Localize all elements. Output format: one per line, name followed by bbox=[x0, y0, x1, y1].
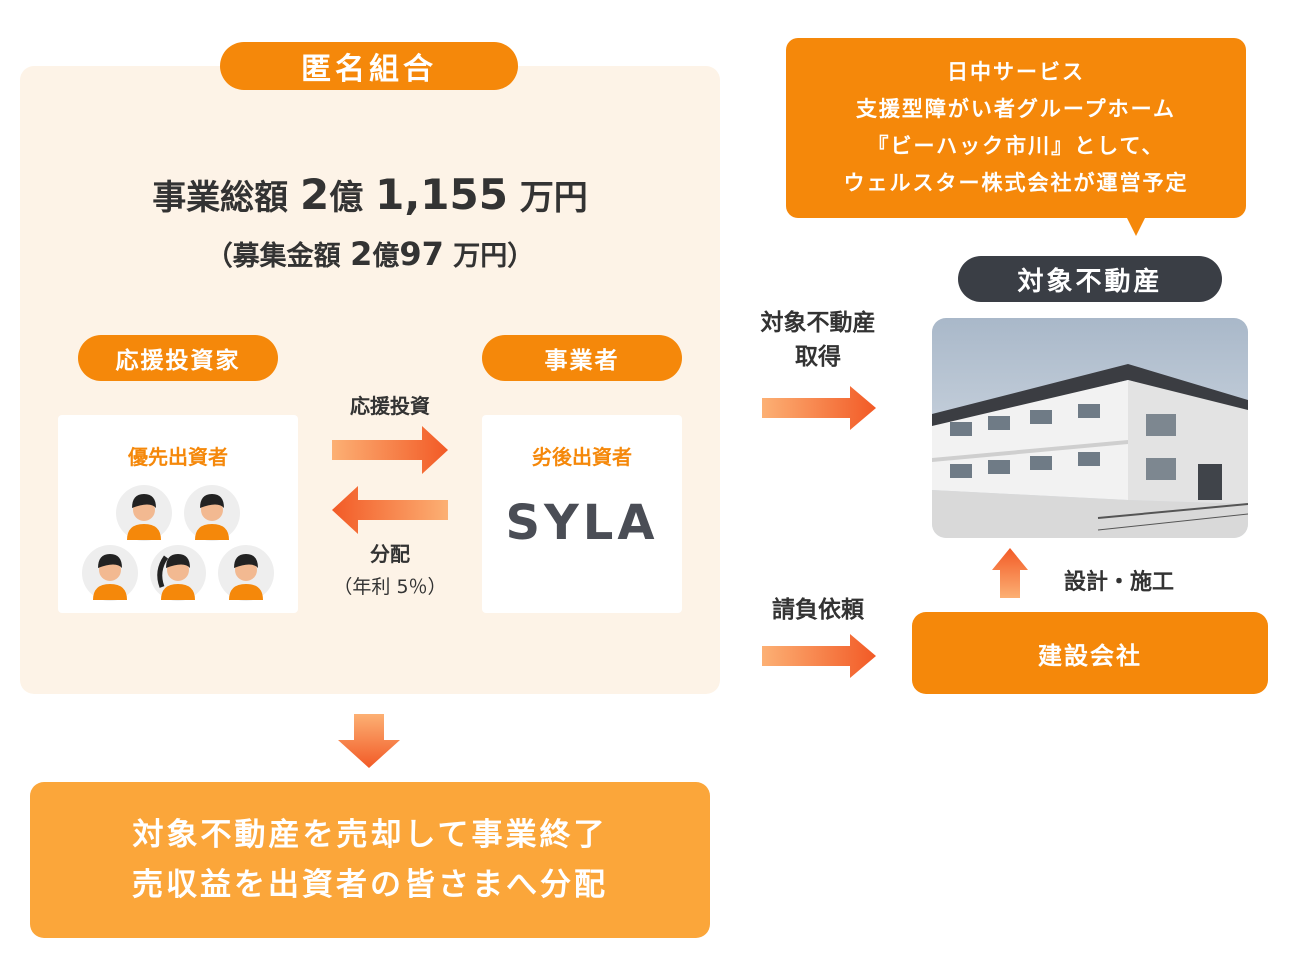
build-label: 設計・施工 bbox=[1063, 570, 1174, 595]
dist-arrow-label: 分配 bbox=[370, 542, 410, 566]
acquire-label-line-2: 取得 bbox=[795, 344, 841, 370]
total-man-unit: 万円 bbox=[519, 178, 588, 218]
business-card-label: 劣後出資者 bbox=[532, 445, 632, 469]
invest-arrow-label: 応援投資 bbox=[350, 394, 430, 418]
business-pill: 事業者 bbox=[482, 335, 682, 381]
property-pill: 対象不動産 bbox=[958, 256, 1222, 302]
bubble-line-1: 日中サービス bbox=[947, 60, 1085, 84]
recruit-amount: （募集金額 2億97 万円） bbox=[20, 234, 720, 273]
ponytail-shape bbox=[157, 555, 169, 588]
building-photo bbox=[932, 318, 1248, 538]
recruit-close: ） bbox=[507, 241, 535, 272]
total-label: 事業総額 bbox=[152, 178, 289, 218]
arrow-up-icon bbox=[992, 548, 1028, 598]
bubble-line-3: 『ビーハック市川』として、 bbox=[867, 134, 1165, 158]
investor-card: 優先出資者 bbox=[58, 415, 298, 613]
person-icon bbox=[82, 545, 138, 601]
arrow-left-icon bbox=[332, 486, 448, 534]
arrow-down-icon bbox=[338, 714, 400, 768]
investor-pill: 応援投資家 bbox=[78, 335, 278, 381]
arrow-right-icon bbox=[762, 634, 876, 678]
recruit-oku-unit: 億 bbox=[372, 241, 400, 272]
outcome-line-1: 対象不動産を売却して事業終了 bbox=[132, 817, 608, 853]
request-label: 請負依頼 bbox=[772, 597, 864, 623]
partnership-title: 匿名組合 bbox=[220, 42, 518, 90]
acquire-label: 対象不動産 取得 bbox=[740, 306, 896, 374]
dist-rate: （年利 5％） bbox=[333, 576, 447, 598]
syla-logo: SYLA bbox=[505, 495, 659, 551]
outcome-line-2: 売収益を出資者の皆さまへ分配 bbox=[132, 867, 608, 903]
recruit-man-unit: 万円 bbox=[453, 241, 508, 272]
total-amount: 事業総額 2億 1,155 万円 bbox=[20, 170, 720, 219]
total-oku-unit: 億 bbox=[329, 178, 364, 218]
outcome-box: 対象不動産を売却して事業終了 売収益を出資者の皆さまへ分配 bbox=[30, 782, 710, 938]
acquire-label-line-1: 対象不動産 bbox=[760, 310, 876, 336]
recruit-man: 97 bbox=[399, 235, 444, 273]
arrow-right-icon bbox=[762, 386, 876, 430]
arrow-right-icon bbox=[332, 426, 448, 474]
person-icon bbox=[184, 485, 240, 541]
recruit-oku: 2 bbox=[350, 235, 373, 273]
person-icon bbox=[218, 545, 274, 601]
builder-box: 建設会社 bbox=[912, 612, 1268, 694]
investor-people-group bbox=[82, 485, 274, 601]
operation-bubble: 日中サービス 支援型障がい者グループホーム 『ビーハック市川』として、 ウェルス… bbox=[786, 38, 1246, 218]
investor-card-label: 優先出資者 bbox=[128, 445, 228, 469]
bubble-line-2: 支援型障がい者グループホーム bbox=[855, 97, 1177, 121]
bubble-line-4: ウェルスター株式会社が運営予定 bbox=[843, 171, 1189, 195]
total-man: 1,155 bbox=[375, 170, 508, 219]
total-oku: 2 bbox=[300, 170, 330, 219]
business-card: 劣後出資者 SYLA bbox=[482, 415, 682, 613]
bubble-tail bbox=[1126, 216, 1146, 236]
person-icon bbox=[116, 485, 172, 541]
recruit-open: （募集金額 bbox=[205, 241, 341, 272]
